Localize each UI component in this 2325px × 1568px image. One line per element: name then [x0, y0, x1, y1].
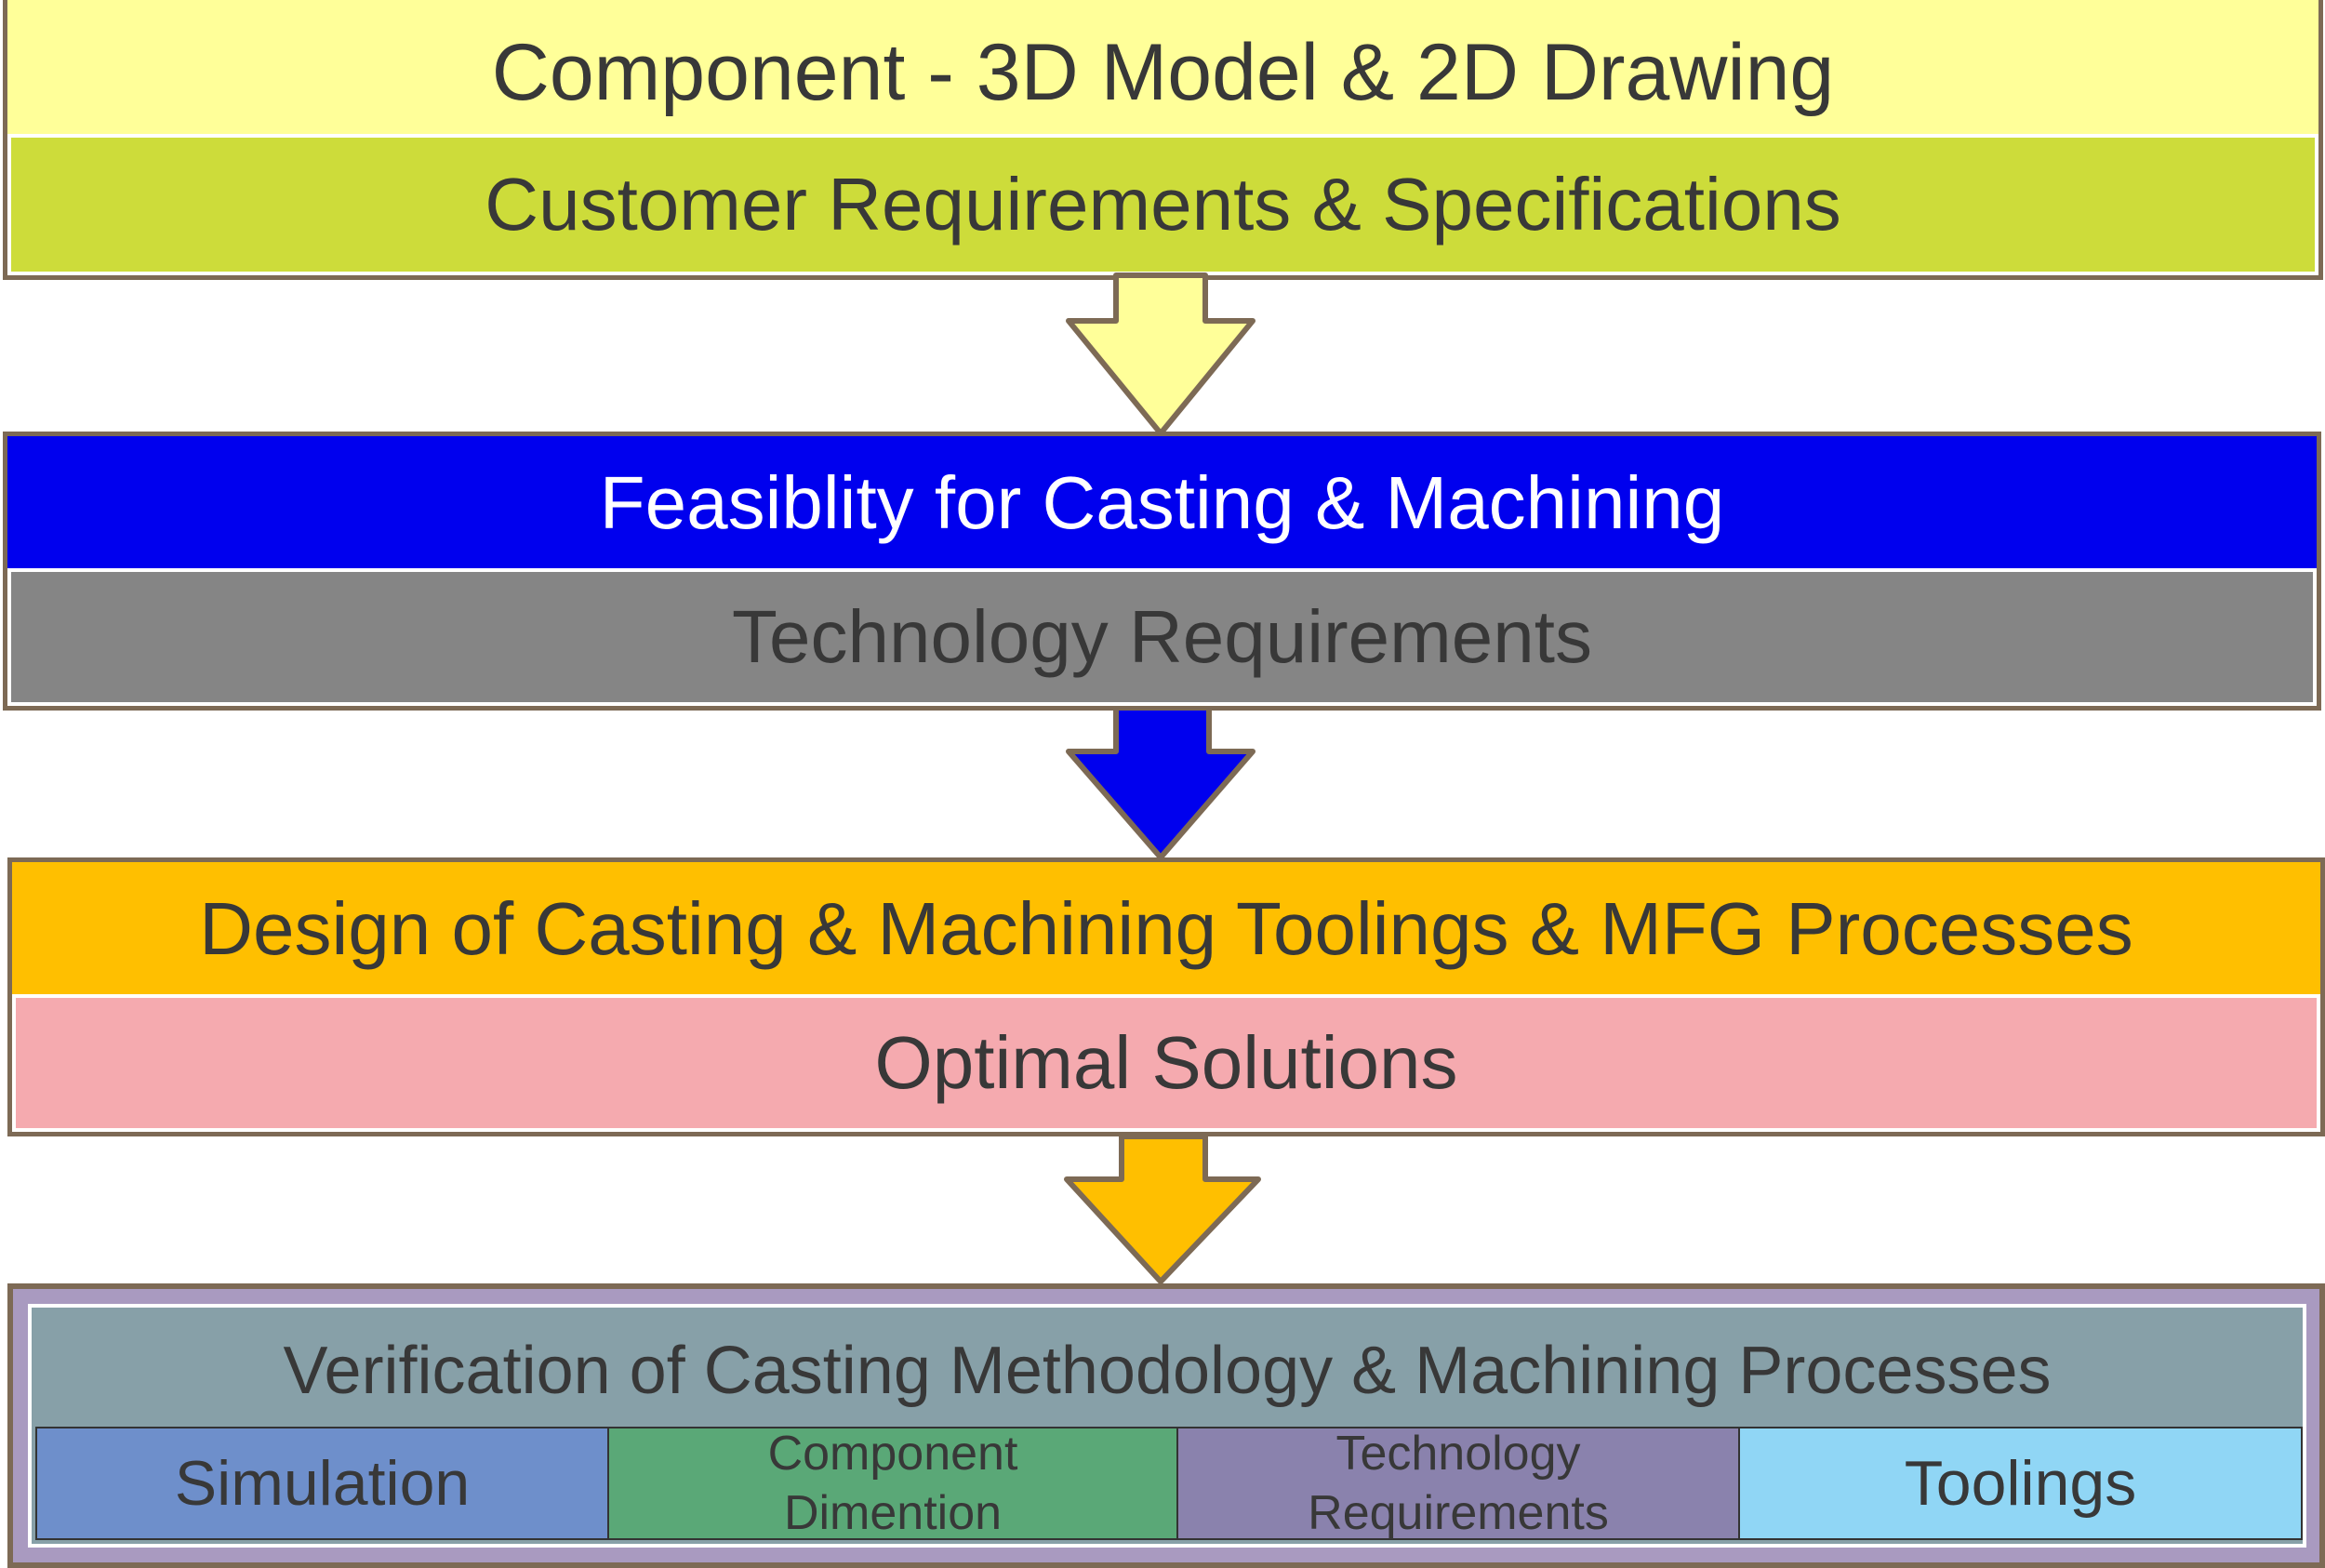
verification-cells: Simulation Component Dimention Technolog… — [35, 1427, 2303, 1540]
arrow-1 — [1066, 272, 1256, 436]
stage-design: Design of Casting & Machining Toolings &… — [7, 857, 2325, 1136]
verification-title: Verification of Casting Methodology & Ma… — [32, 1308, 2303, 1427]
verification-frame: Verification of Casting Methodology & Ma… — [7, 1283, 2325, 1568]
arrow-2 — [1066, 704, 1256, 860]
stage-feasibility-title: Feasiblity for Casting & Machining — [7, 436, 2317, 570]
stage-feasibility: Feasiblity for Casting & Machining Techn… — [3, 432, 2321, 711]
cell-component-dimention-line-2: Dimention — [783, 1486, 1003, 1540]
stage-component-subtitle: Customer Requirements & Specifications — [7, 134, 2318, 275]
cell-component-dimention-line-1: Component — [767, 1427, 1018, 1481]
cell-technology-requirements-line-2: Requirements — [1308, 1486, 1609, 1540]
stage-feasibility-subtitle: Technology Requirements — [7, 568, 2317, 706]
arrow-3 — [1064, 1134, 1261, 1284]
cell-simulation: Simulation — [37, 1428, 609, 1538]
stage-design-title: Design of Casting & Machining Toolings &… — [12, 862, 2320, 996]
cell-technology-requirements-line-1: Technology — [1335, 1427, 1581, 1481]
verification-inner: Verification of Casting Methodology & Ma… — [28, 1304, 2306, 1548]
stage-design-subtitle: Optimal Solutions — [12, 994, 2320, 1132]
stage-component-title: Component - 3D Model & 2D Drawing — [7, 0, 2318, 136]
cell-component-dimention: Component Dimention — [609, 1427, 1178, 1540]
cell-toolings: Toolings — [1740, 1428, 2301, 1538]
stage-component: Component - 3D Model & 2D Drawing Custom… — [3, 0, 2323, 280]
cell-technology-requirements: Technology Requirements — [1178, 1427, 1740, 1540]
